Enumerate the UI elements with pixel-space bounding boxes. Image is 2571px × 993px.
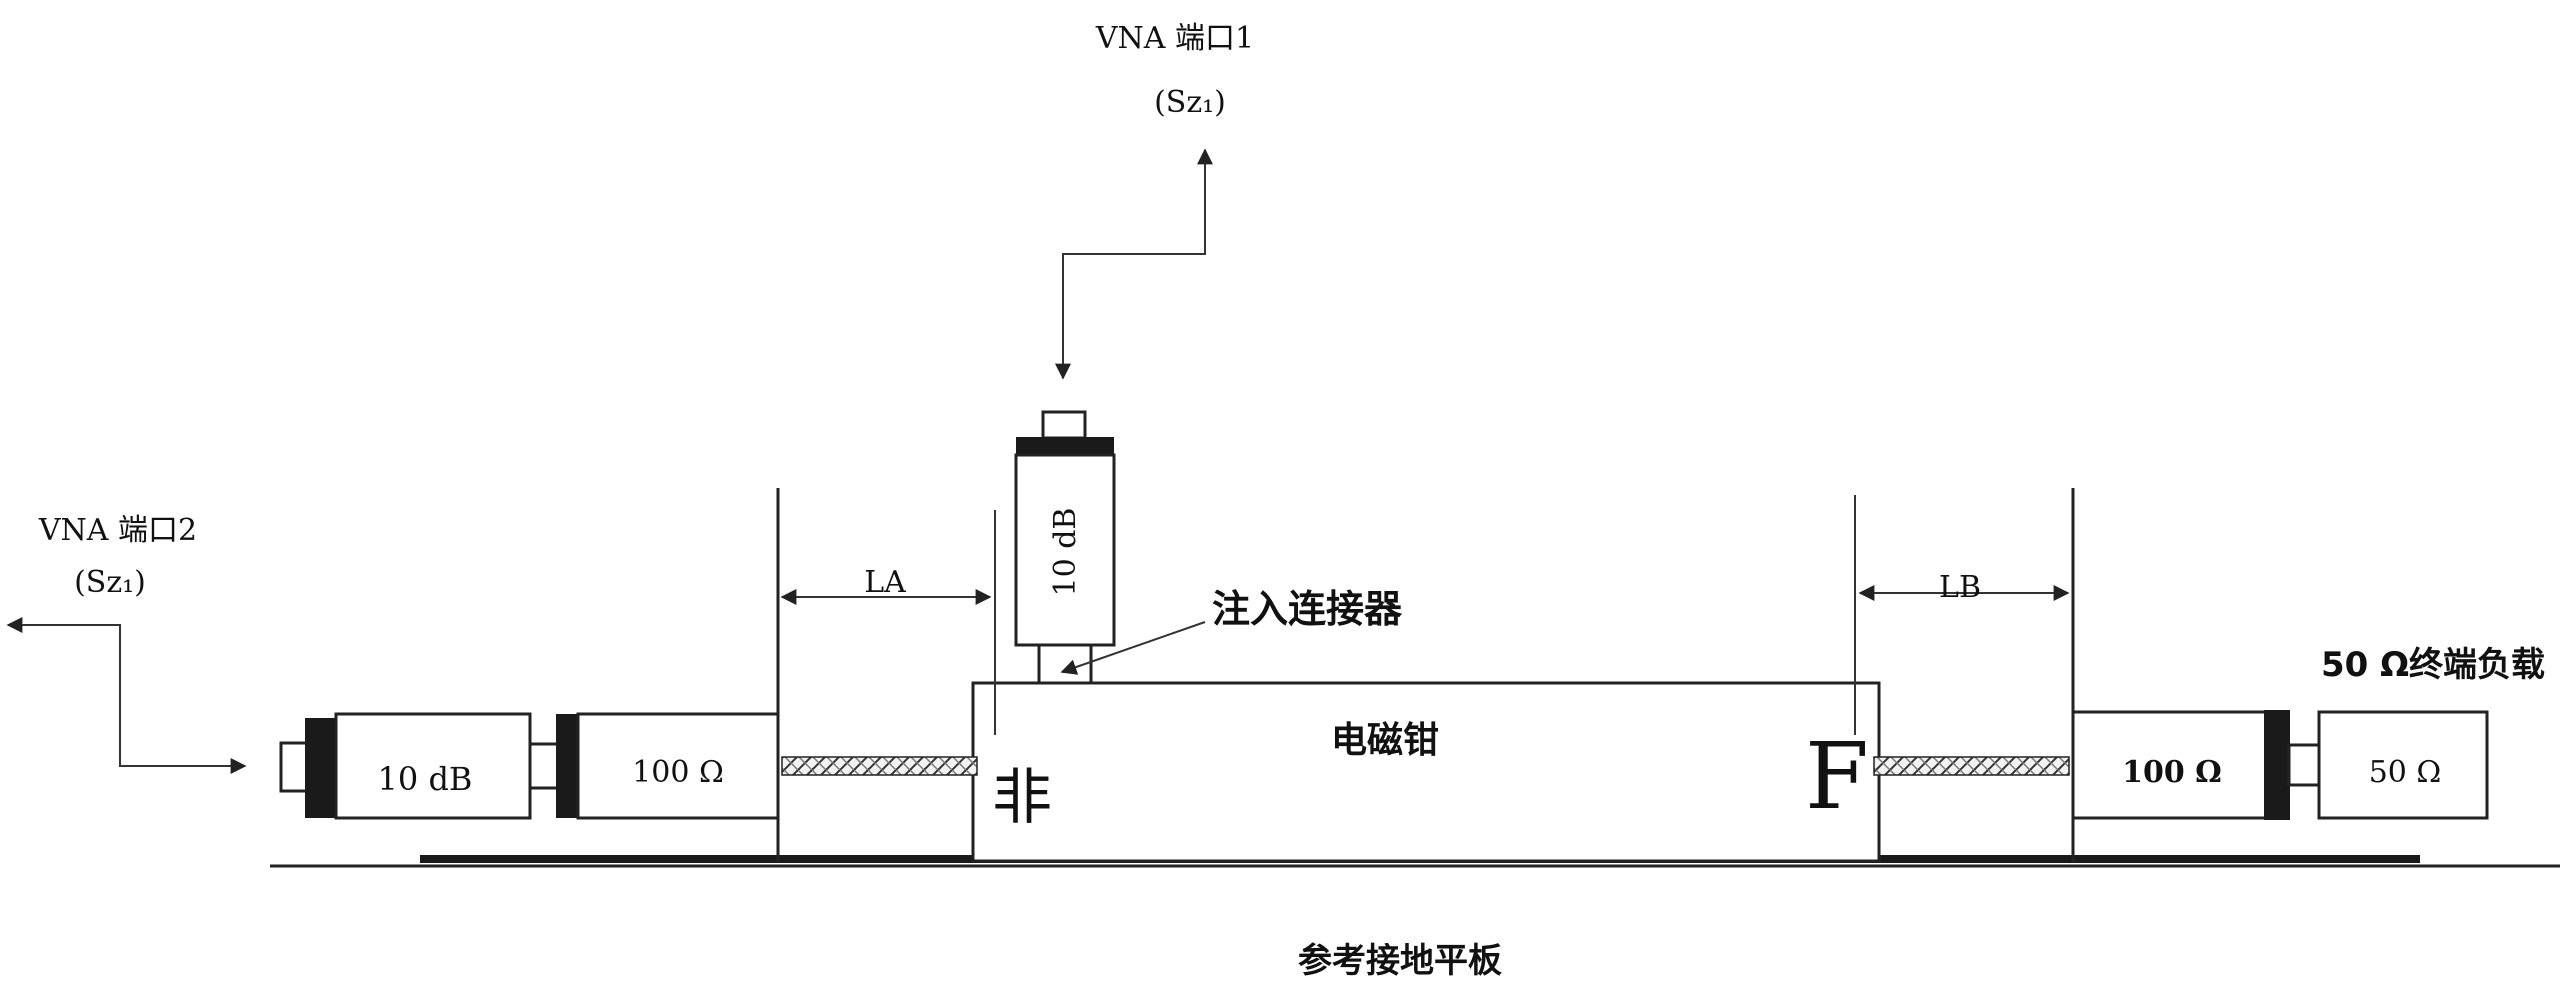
injection-connector-pointer (1060, 621, 1206, 675)
lb-label: LB (1939, 570, 1981, 605)
clamp-right-mark: F (1805, 723, 1869, 830)
top-attenuator (1014, 410, 1116, 685)
left-cable (781, 756, 978, 776)
left-attenuator-label: 10 dB (378, 760, 473, 798)
left-resistor-label: 100 Ω (632, 755, 724, 790)
em-clamp (971, 681, 1881, 863)
la-label: LA (864, 565, 906, 600)
vna-port2-label: VNA 端口2 (38, 513, 197, 548)
clamp-left-mark: 非 (992, 763, 1052, 833)
termination-label: 50 Ω终端负载 (2321, 645, 2545, 685)
vna-port1-sub: (Sz₁) (1154, 85, 1226, 120)
vna-port2-sub: (Sz₁) (74, 565, 146, 600)
right-chain (2071, 710, 2489, 820)
vna-port1-label: VNA 端口1 (1095, 21, 1254, 56)
port2-feed-line (6, 617, 247, 774)
right-cable (1873, 756, 2070, 776)
ground-plane-label: 参考接地平板 (1298, 941, 1502, 981)
right-resistor-label: 100 Ω (2122, 755, 2222, 790)
top-attenuator-label: 10 dB (1048, 508, 1083, 597)
port1-feed-line (1055, 148, 1213, 380)
clamp-label: 电磁钳 (1331, 720, 1439, 761)
left-chain (279, 712, 780, 820)
load-50-label: 50 Ω (2369, 755, 2442, 790)
injection-connector-label: 注入连接器 (1212, 587, 1403, 631)
